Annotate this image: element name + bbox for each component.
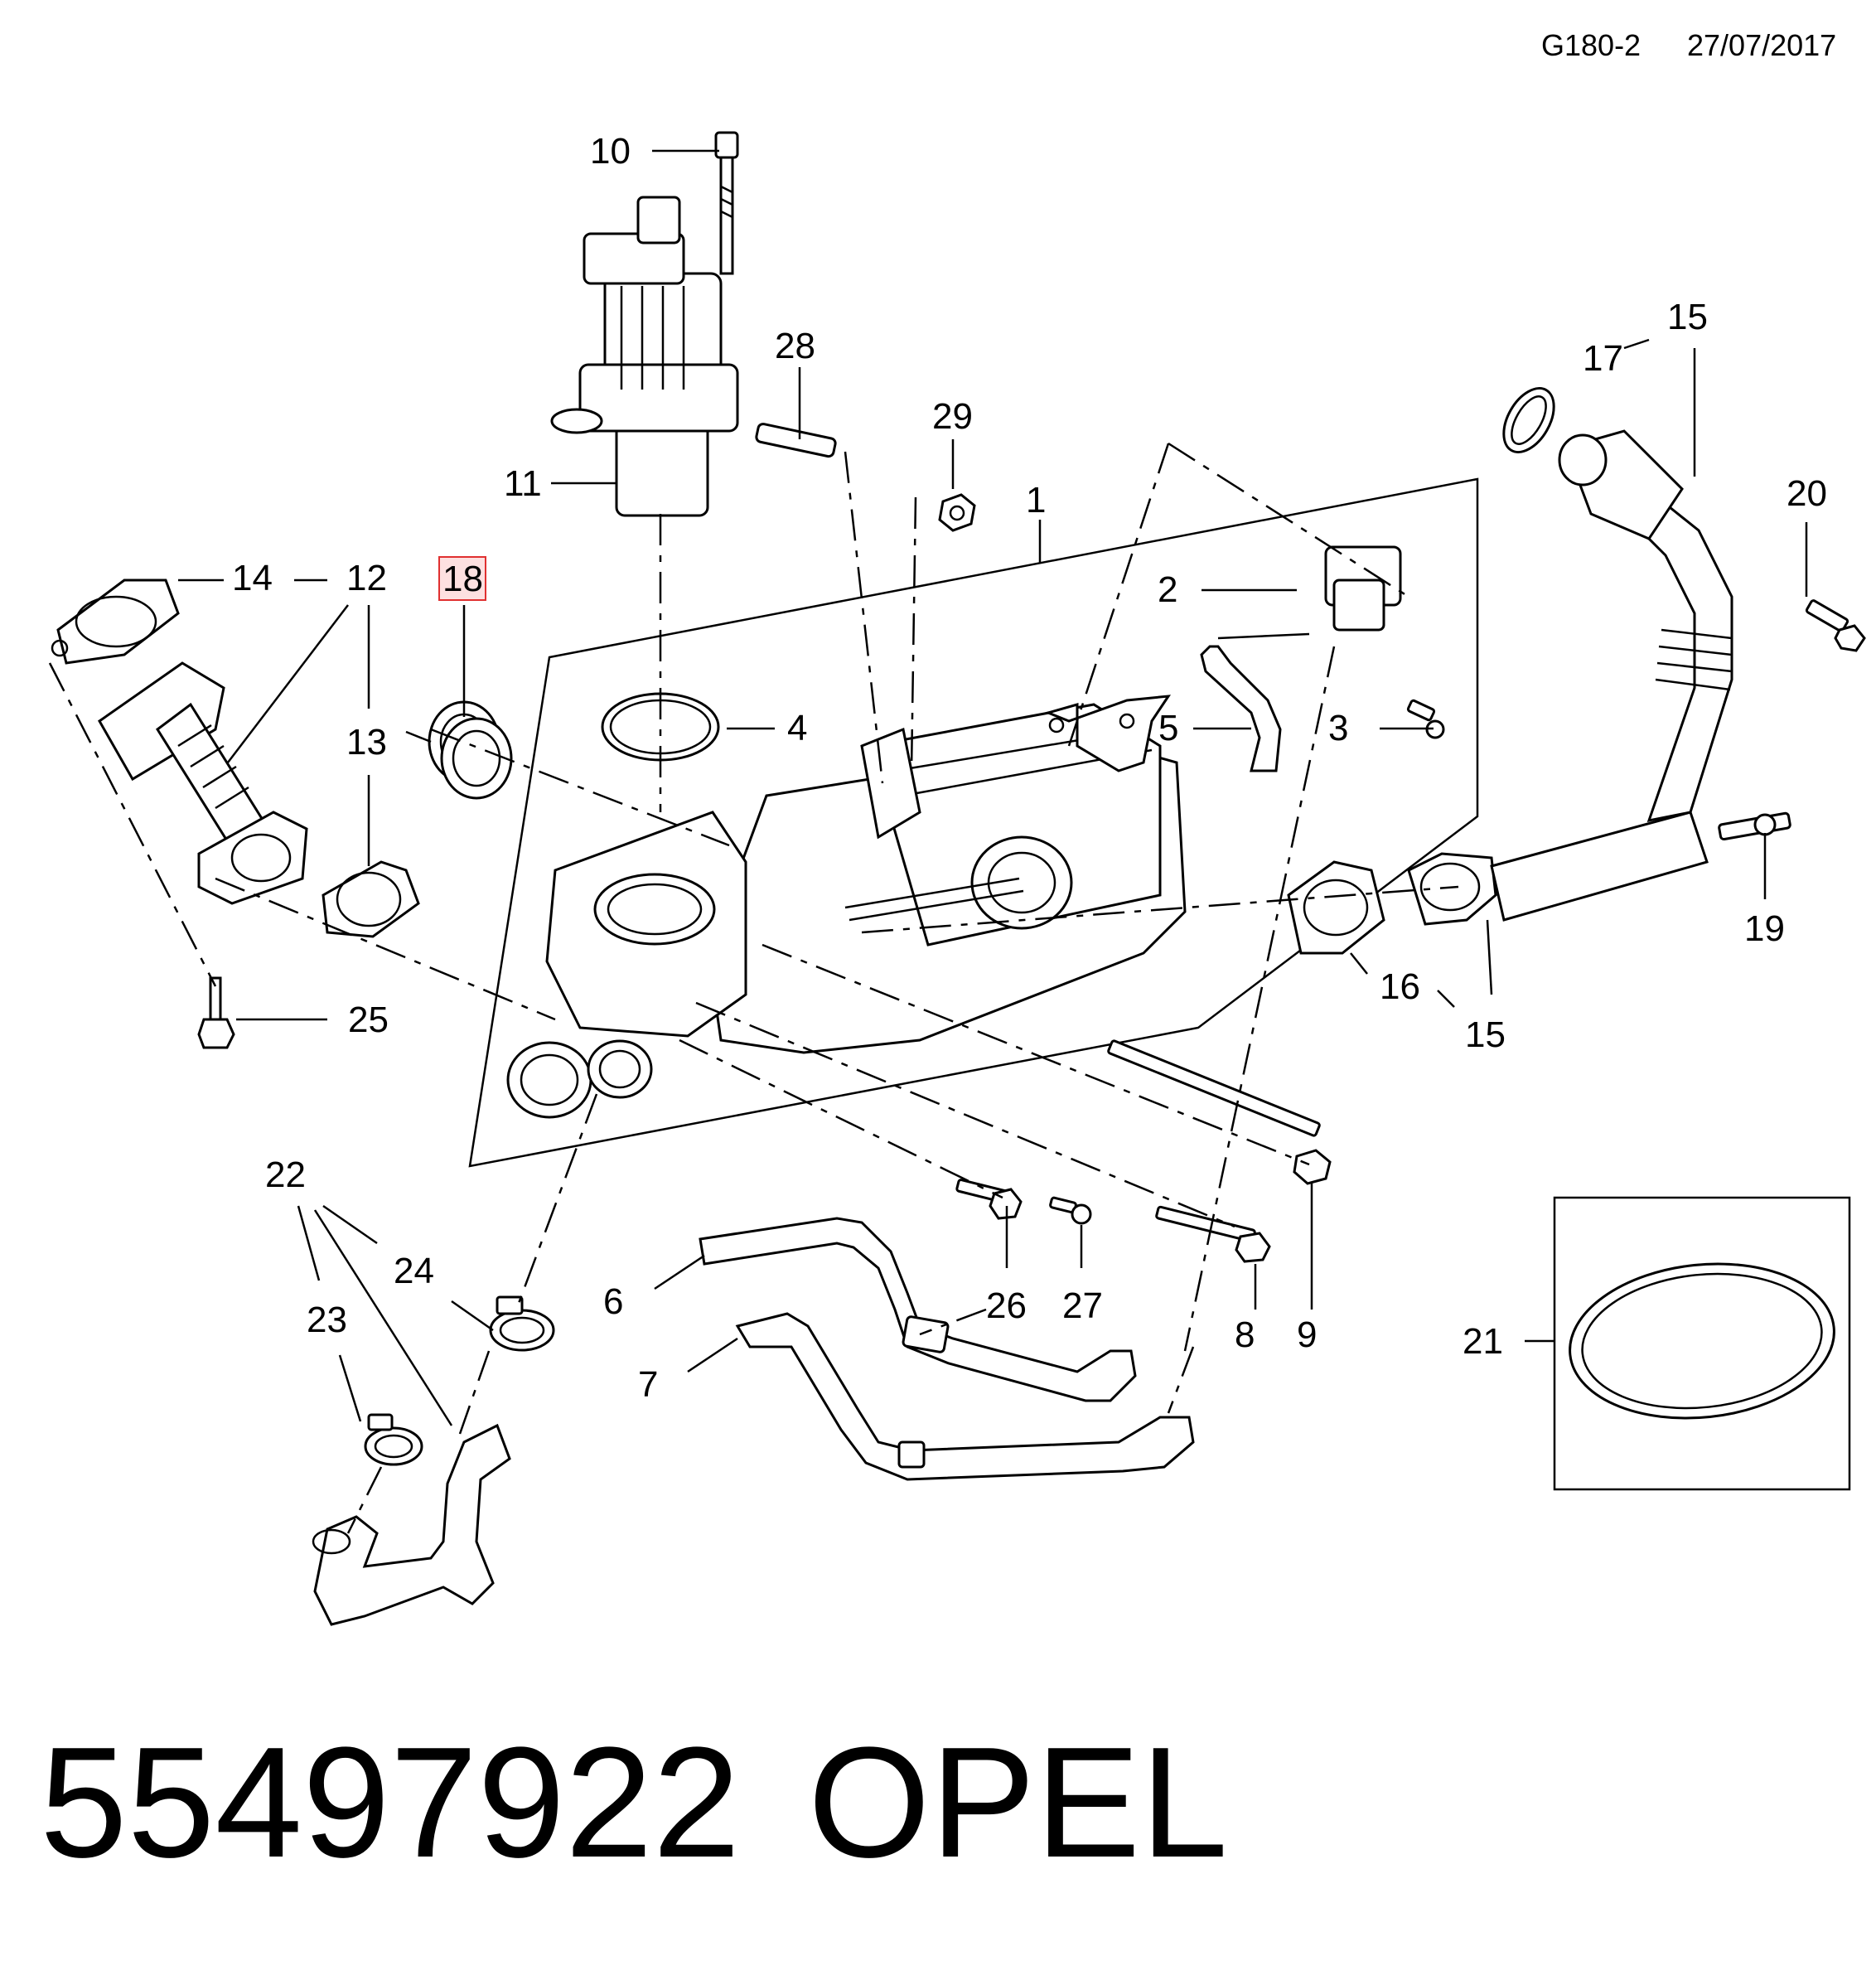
brand-name: OPEL [808, 1715, 1228, 1891]
screw-3 [1406, 699, 1445, 739]
bolt-20 [1805, 599, 1866, 652]
bolt-10 [714, 131, 739, 275]
callout-11: 11 [504, 463, 542, 504]
highlight-box-18 [438, 556, 486, 601]
callout-3: 3 [1328, 708, 1348, 748]
pipe-15 [1407, 429, 1733, 926]
callout-5: 5 [1158, 708, 1178, 748]
callout-29: 29 [932, 396, 973, 437]
callout-15-bottom: 15 [1465, 1014, 1506, 1055]
callout-26: 26 [986, 1285, 1027, 1326]
hose-22 [312, 1423, 511, 1626]
bolt-9 [1107, 1039, 1332, 1185]
egr-valve [550, 196, 739, 517]
pipe-6 [699, 1217, 1137, 1402]
hose-5 [1200, 632, 1310, 772]
callout-13: 13 [346, 722, 387, 763]
gasket-lower-13 [322, 860, 420, 938]
callout-6: 6 [603, 1281, 623, 1322]
gasket-16 [1287, 860, 1385, 955]
clamp-23 [364, 1413, 423, 1466]
sheet-date: 27/07/2017 [1687, 28, 1837, 62]
callout-27: 27 [1062, 1285, 1103, 1326]
callout-14: 14 [232, 558, 273, 598]
callout-17: 17 [1583, 338, 1623, 379]
callout-18: 18 [442, 559, 483, 599]
callout-12: 12 [346, 558, 387, 598]
callout-7: 7 [638, 1364, 658, 1405]
gasket-ring-21 [1569, 1262, 1835, 1420]
leader-lines [178, 149, 1808, 1426]
callout-22: 22 [265, 1155, 306, 1195]
nut-29 [938, 493, 976, 532]
callout-9: 9 [1297, 1314, 1317, 1355]
callout-20: 20 [1787, 473, 1827, 514]
callout-28: 28 [775, 326, 815, 366]
callout-2: 2 [1158, 569, 1177, 610]
sensor-2 [1324, 545, 1402, 632]
pipe-7 [735, 1312, 1195, 1481]
part-number: 55497922 [40, 1715, 741, 1891]
callout-15-top: 15 [1667, 297, 1708, 337]
stud-19 [1718, 811, 1791, 841]
alignment-lines [48, 442, 1459, 1534]
callout-25: 25 [348, 1000, 389, 1040]
flex-pipe-12 [98, 661, 308, 905]
callout-23: 23 [307, 1300, 347, 1340]
o-ring-17 [1502, 387, 1555, 453]
callout-16: 16 [1380, 966, 1420, 1007]
stud-28 [755, 423, 837, 458]
bolt-26 [955, 1179, 1023, 1220]
bolt-8 [1155, 1205, 1271, 1263]
sheet-code: G180-2 [1541, 28, 1642, 62]
callout-1: 1 [1026, 480, 1046, 520]
egr-cooler-body [506, 703, 1187, 1119]
callout-24: 24 [394, 1251, 434, 1291]
screw-27 [1049, 1196, 1092, 1225]
seal-13 [428, 700, 513, 800]
gasket-14 [51, 579, 180, 665]
callout-labels: 1 2 3 4 5 6 7 8 9 10 11 12 13 14 15 15 1… [232, 131, 1827, 1405]
callout-10: 10 [590, 131, 631, 172]
callout-8: 8 [1235, 1314, 1255, 1355]
cooler-bracket [1044, 695, 1172, 772]
inset-box-21 [1553, 1196, 1851, 1491]
callout-19: 19 [1744, 908, 1785, 949]
callout-4: 4 [787, 708, 807, 748]
callout-21: 21 [1463, 1321, 1503, 1362]
clamp-24 [489, 1295, 555, 1352]
bolt-25 [197, 976, 235, 1049]
